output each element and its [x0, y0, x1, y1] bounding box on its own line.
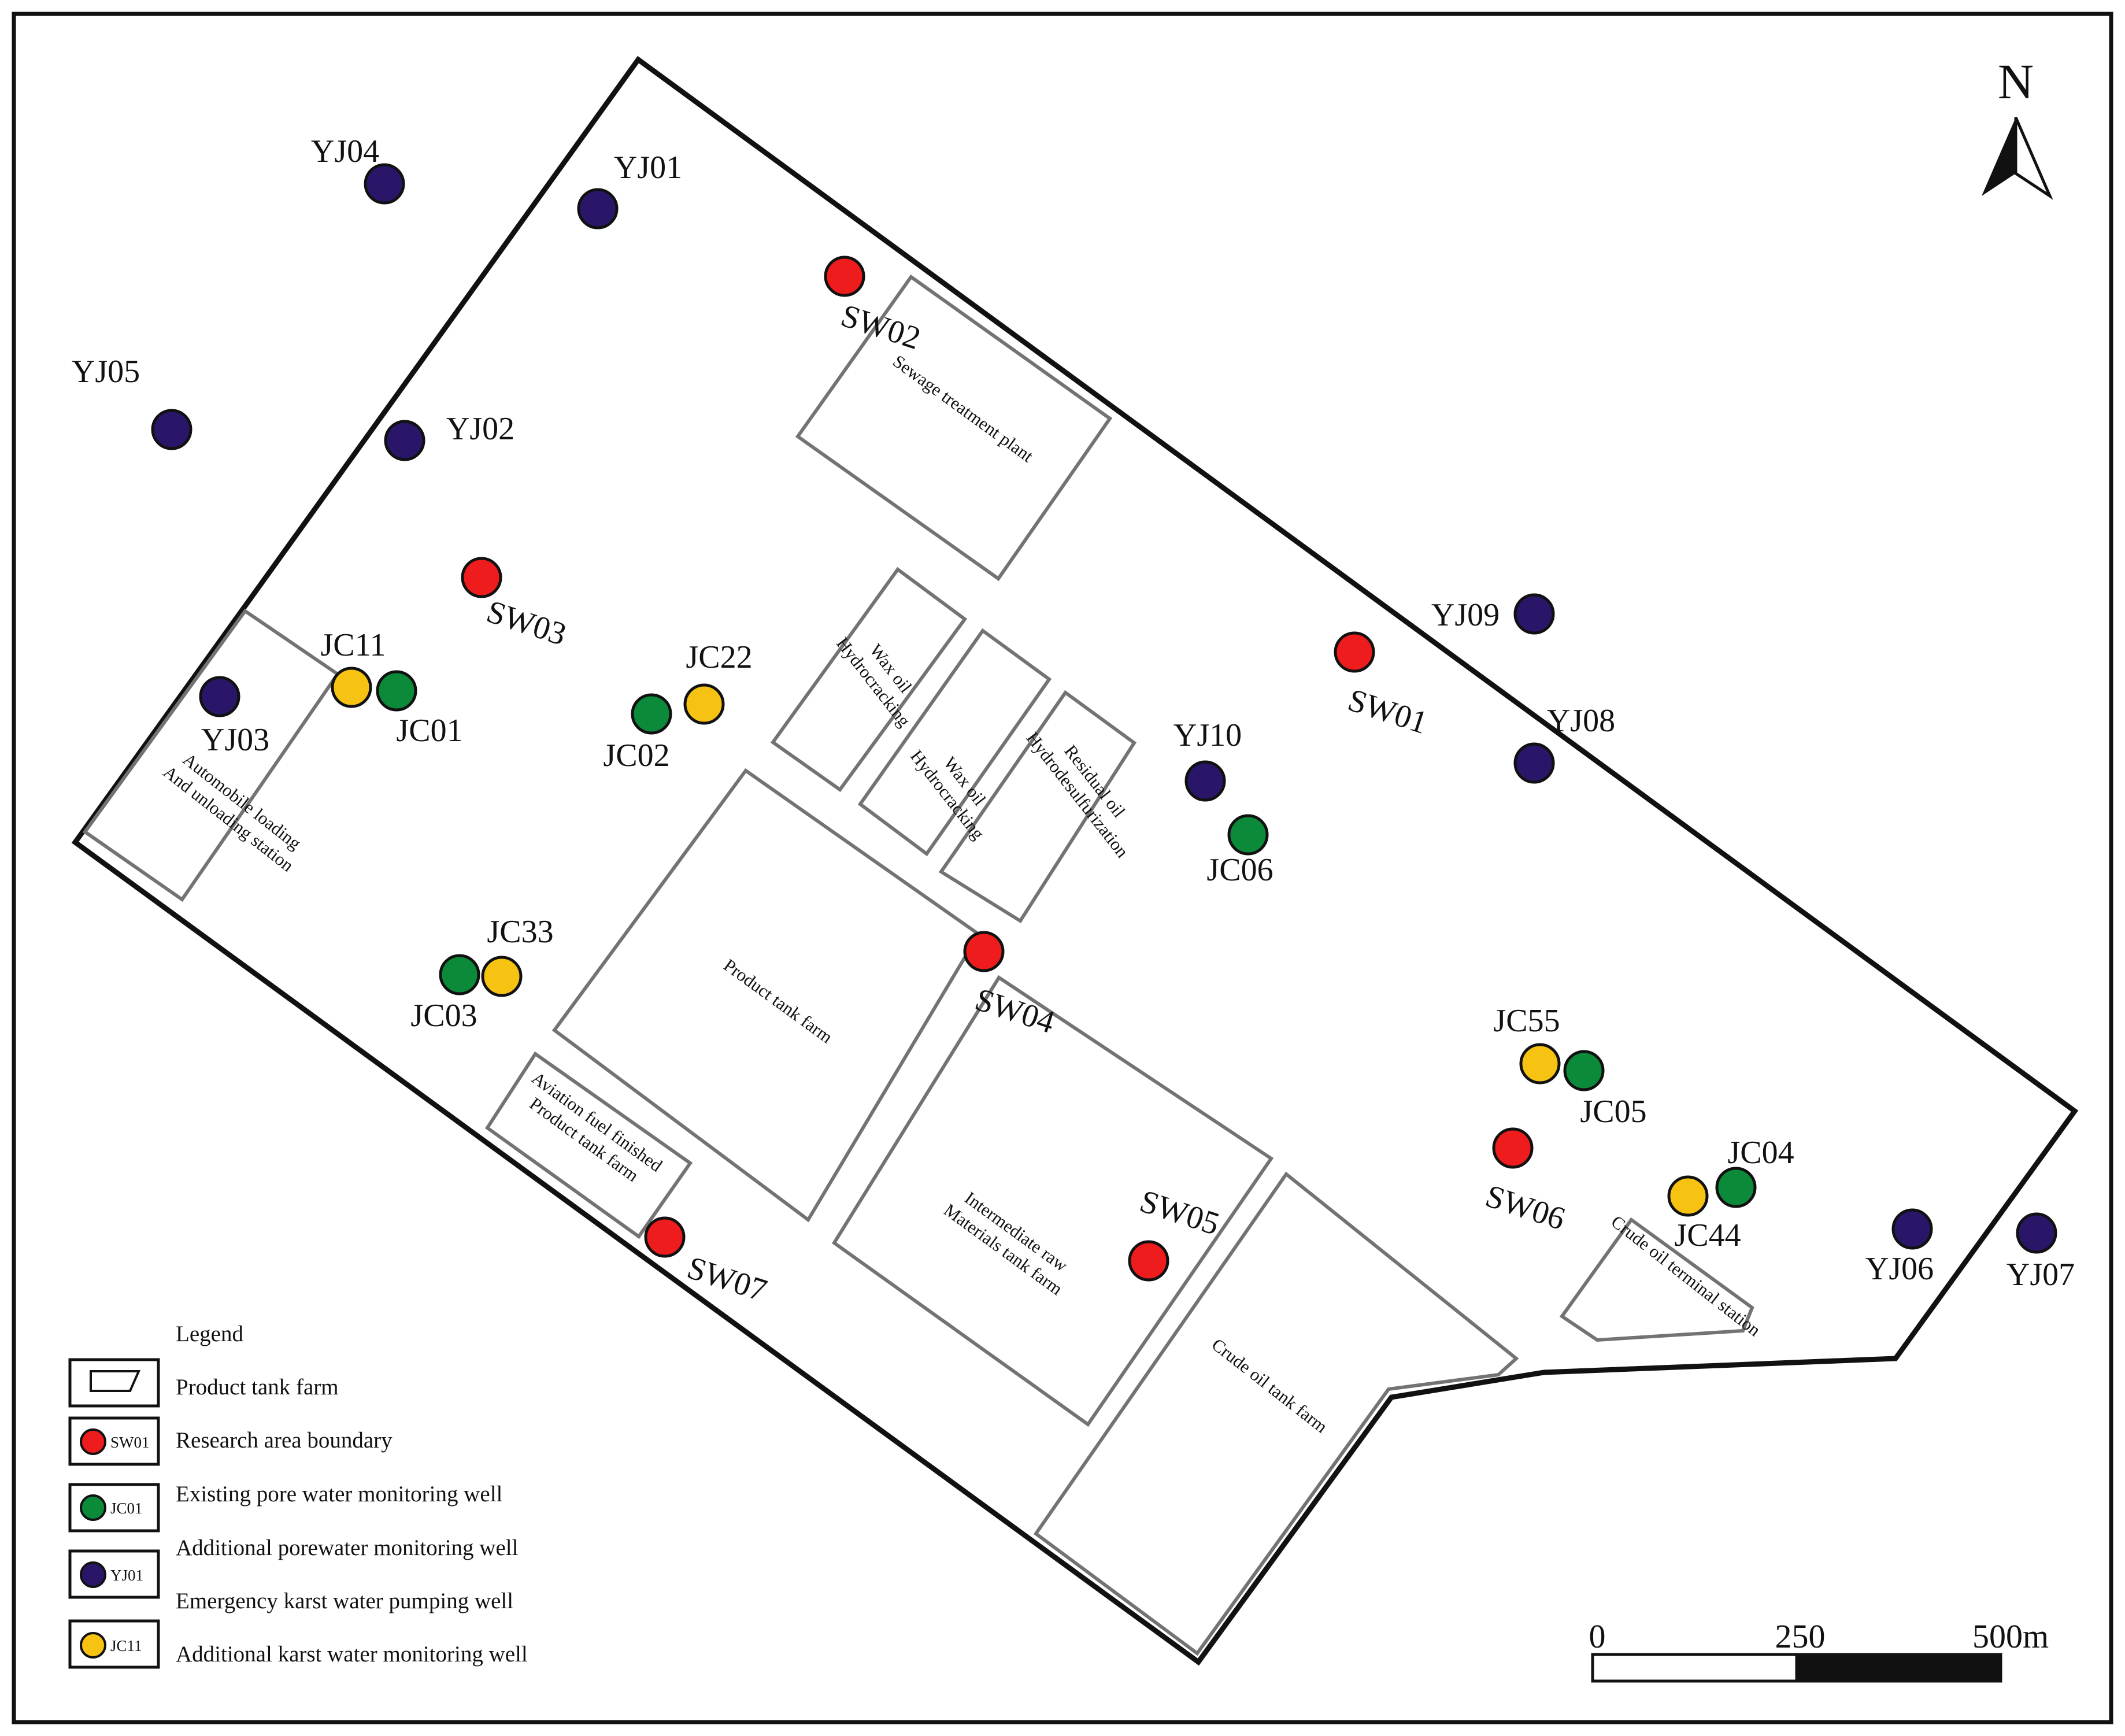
legend-jc-existing-symbol	[80, 1494, 106, 1521]
legend-yj-symbol	[80, 1561, 106, 1588]
crude-oil-tank-farm-outline	[1033, 1171, 1519, 1656]
legend-item-existing-pore-water-well: Existing pore water monitoring well	[176, 1482, 503, 1506]
aviation-fuel-tank-farm-outline	[484, 1051, 693, 1239]
well-jc03	[439, 954, 480, 995]
label-yj01: YJ01	[614, 150, 682, 186]
well-jc04	[1715, 1167, 1757, 1208]
well-jc05	[1563, 1050, 1605, 1091]
legend-sw-symbol	[80, 1428, 106, 1455]
intermediate-raw-materials-tank-farm-outline	[831, 975, 1274, 1427]
well-yj07	[2016, 1212, 2057, 1254]
well-yj05	[151, 409, 192, 450]
well-yj01	[577, 188, 619, 230]
automobile-loading-station-outline	[82, 608, 340, 902]
legend-item-research-area-boundary: Research area boundary	[176, 1428, 393, 1453]
well-yj10	[1184, 760, 1226, 802]
well-yj06	[1891, 1208, 1933, 1250]
label-yj10: YJ10	[1173, 717, 1242, 753]
legend-swatch-box-4	[68, 1549, 160, 1599]
well-sw04	[963, 931, 1005, 972]
well-sw02	[824, 256, 865, 297]
label-jc04: JC04	[1727, 1135, 1794, 1171]
label-jc01: JC01	[396, 713, 462, 749]
legend-swatch-box-2	[68, 1416, 160, 1466]
scale-tick-500m: 500m	[1972, 1617, 2049, 1655]
product-tank-farm-outline	[551, 768, 982, 1223]
label-jc02: JC02	[603, 738, 669, 773]
legend-title: Legend	[176, 1322, 243, 1346]
label-yj05: YJ05	[72, 354, 140, 390]
well-yj04	[364, 163, 405, 205]
well-jc55	[1519, 1043, 1561, 1084]
label-jc22: JC22	[686, 639, 752, 675]
well-sw01	[1334, 631, 1375, 673]
scale-tick-0: 0	[1589, 1617, 1606, 1655]
legend-product-tank-symbol	[90, 1370, 141, 1392]
north-arrow-left-half	[1982, 117, 2016, 196]
sewage-treatment-plant-outline	[795, 274, 1113, 582]
label-jc06: JC06	[1206, 852, 1273, 888]
label-yj09: YJ09	[1431, 597, 1500, 633]
legend-item-additional-porewater-well: Additional porewater monitoring well	[176, 1535, 519, 1560]
legend-jc-existing-symbol-label: JC01	[110, 1500, 143, 1517]
wax-oil-hydrocracking-1-outline	[770, 567, 968, 793]
well-yj09	[1513, 593, 1555, 635]
label-jc44: JC44	[1674, 1217, 1741, 1253]
residual-oil-hydrodesulfurization-outline	[938, 690, 1137, 924]
north-label: N	[1998, 54, 2034, 109]
well-jc02	[631, 693, 672, 735]
scale-bar: 0 250 500m	[1589, 1617, 2049, 1683]
scale-bar-white-segment	[1591, 1653, 1798, 1683]
well-yj08	[1513, 742, 1555, 784]
wells: SW01 SW02 SW03 SW04 SW05 SW06 SW07 JC01 …	[72, 134, 2075, 1309]
research-area-outline	[71, 55, 2079, 1666]
label-jc05: JC05	[1580, 1094, 1646, 1130]
label-yj04: YJ04	[311, 134, 379, 169]
label-jc03: JC03	[410, 998, 477, 1034]
label-yj06: YJ06	[1865, 1251, 1934, 1287]
well-jc01	[376, 670, 417, 712]
map-frame	[12, 12, 2113, 1724]
well-jc22	[683, 683, 725, 725]
well-yj03	[199, 676, 240, 717]
legend-item-emergency-karst-pumping-well: Emergency karst water pumping well	[176, 1589, 513, 1613]
well-jc44	[1667, 1175, 1709, 1217]
legend-jc-karst-symbol-label: JC11	[110, 1637, 142, 1654]
legend-swatch-box-1	[68, 1358, 160, 1408]
legend-yj-symbol-label: YJ01	[110, 1567, 143, 1584]
well-sw07	[644, 1216, 686, 1258]
well-jc06	[1227, 814, 1269, 856]
wax-oil-hydrocracking-2-outline	[857, 628, 1052, 857]
legend-sw-symbol-label: SW01	[110, 1434, 150, 1451]
label-yj08: YJ08	[1547, 703, 1615, 739]
label-jc11: JC11	[320, 627, 386, 663]
legend: Legend SW01 JC01 YJ01 JC11 Product tank …	[68, 1322, 528, 1669]
legend-item-product-tank-farm: Product tank farm	[176, 1375, 339, 1400]
well-sw03	[461, 557, 502, 598]
label-yj02: YJ02	[446, 411, 514, 447]
well-sw06	[1492, 1127, 1534, 1169]
well-jc11	[331, 667, 372, 708]
label-yj03: YJ03	[201, 722, 269, 758]
label-jc33: JC33	[487, 914, 553, 950]
facilities	[82, 274, 1754, 1656]
scale-tick-250: 250	[1775, 1617, 1826, 1655]
legend-item-additional-karst-monitoring-well: Additional karst water monitoring well	[176, 1642, 528, 1667]
label-jc55: JC55	[1493, 1003, 1560, 1039]
well-jc33	[481, 956, 523, 997]
legend-jc-karst-symbol	[80, 1632, 106, 1659]
crude-oil-terminal-station-outline	[1559, 1217, 1754, 1342]
well-yj02	[384, 420, 425, 461]
label-yj07: YJ07	[2006, 1257, 2075, 1293]
well-sw05	[1128, 1240, 1169, 1282]
north-arrow: N	[1982, 54, 2053, 200]
scale-bar-black-segment	[1795, 1653, 2002, 1683]
north-arrow-right-half	[2014, 117, 2053, 200]
